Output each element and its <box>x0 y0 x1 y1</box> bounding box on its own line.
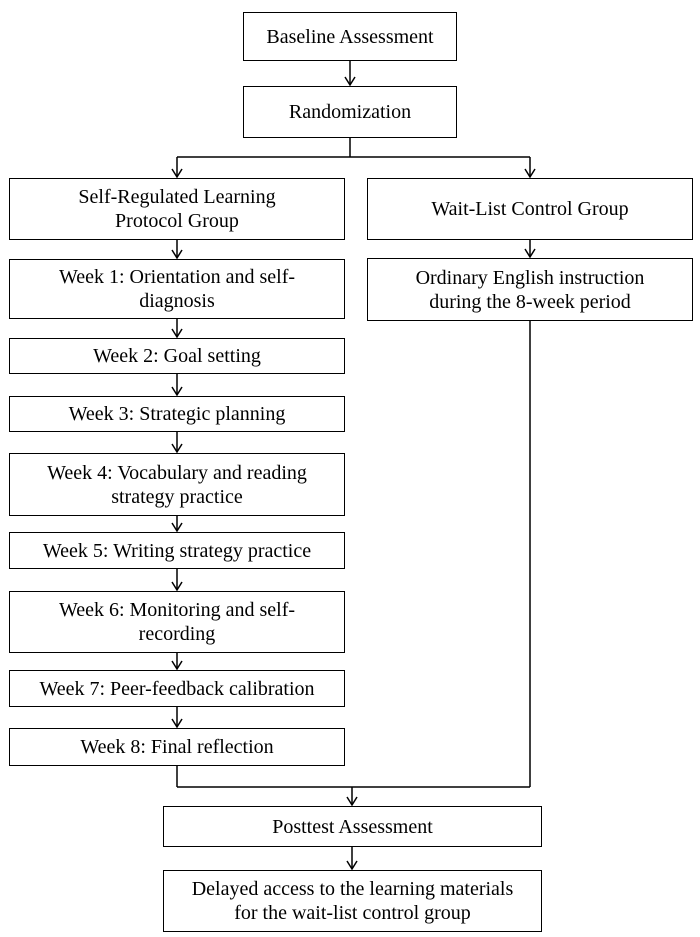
arrowhead <box>171 718 183 729</box>
arrowhead <box>524 168 536 179</box>
arrowhead <box>171 328 183 339</box>
week1-box: Week 1: Orientation and self- diagnosis <box>9 259 345 319</box>
ordinary-instruction-box: Ordinary English instruction during the … <box>367 258 693 321</box>
arrowhead <box>171 522 183 533</box>
randomization-box: Randomization <box>243 86 457 138</box>
week5-box: Week 5: Writing strategy practice <box>9 532 345 569</box>
week7-box: Week 7: Peer-feedback calibration <box>9 670 345 707</box>
week3-box: Week 3: Strategic planning <box>9 396 345 432</box>
week2-box: Week 2: Goal setting <box>9 338 345 374</box>
arrowhead <box>346 860 358 871</box>
arrowhead <box>171 581 183 592</box>
arrowhead <box>171 168 183 179</box>
arrowhead <box>524 248 536 259</box>
arrowhead <box>346 796 358 807</box>
week4-box: Week 4: Vocabulary and reading strategy … <box>9 453 345 516</box>
wait-list-control-group-box: Wait-List Control Group <box>367 178 693 240</box>
arrowhead <box>344 76 356 87</box>
baseline-assessment-box: Baseline Assessment <box>243 12 457 61</box>
arrowhead <box>171 386 183 397</box>
posttest-assessment-box: Posttest Assessment <box>163 806 542 847</box>
week8-box: Week 8: Final reflection <box>9 728 345 766</box>
arrowhead <box>171 660 183 671</box>
week6-box: Week 6: Monitoring and self- recording <box>9 591 345 653</box>
delayed-access-box: Delayed access to the learning materials… <box>163 870 542 932</box>
srl-protocol-group-box: Self-Regulated Learning Protocol Group <box>9 178 345 240</box>
arrowhead <box>171 443 183 454</box>
arrowhead <box>171 249 183 260</box>
